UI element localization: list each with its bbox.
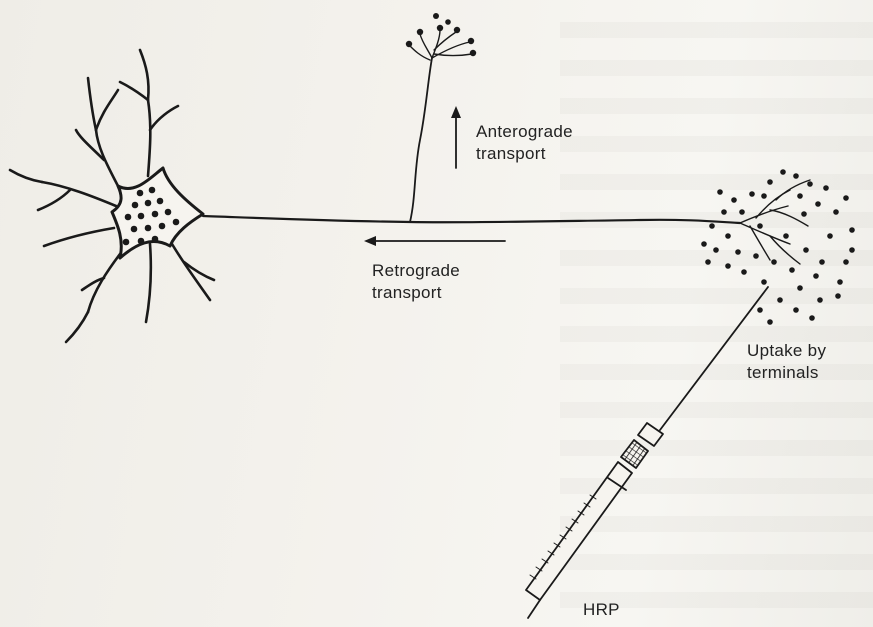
soma-granule [138,213,145,220]
soma-granule [159,223,166,230]
hrp-particle [753,253,759,259]
hrp-particle [721,209,727,215]
hrp-particle [837,279,843,285]
soma-granule [157,198,164,205]
soma-granule [152,211,159,218]
hrp-particle [789,267,795,273]
soma-granule [165,209,172,216]
hrp-particles [701,169,855,325]
soma-granule [137,190,144,197]
axon [203,216,740,223]
axon-collateral [410,58,432,222]
hrp-particle [843,259,849,265]
syringe [526,287,768,618]
soma-granule [152,236,159,243]
hrp-particle [797,285,803,291]
soma-granule [145,225,152,232]
hrp-particle [725,233,731,239]
anterograde-label-line-2: transport [476,143,573,165]
hrp-particle [797,193,803,199]
hrp-particle [731,197,737,203]
hrp-particle [809,315,815,321]
soma-granule [145,200,152,207]
collateral-boutons [406,13,476,56]
uptake-by-terminals-label: Uptake by terminals [747,340,826,384]
hrp-particle [757,223,763,229]
hrp-particle [801,211,807,217]
hrp-particle [713,247,719,253]
soma-granule [125,214,132,221]
hrp-particle [767,319,773,325]
hrp-particle [777,297,783,303]
anterograde-transport-label: Anterograde transport [476,121,573,165]
hrp-particle [749,191,755,197]
hrp-particle [835,293,841,299]
hrp-particle [705,259,711,265]
retrograde-label-line-2: transport [372,282,460,304]
soma-granule [149,187,156,194]
soma-granule [123,239,130,246]
hrp-particle [717,189,723,195]
hrp-particle [780,169,786,175]
hrp-label: HRP [583,599,620,621]
anterograde-arrowhead [451,106,461,118]
soma-granule [132,202,139,209]
uptake-label-line-1: Uptake by [747,340,826,362]
hrp-particle [767,179,773,185]
hrp-particle [803,247,809,253]
hrp-particle [783,233,789,239]
hrp-particle [823,185,829,191]
hrp-particle [735,249,741,255]
hrp-particle [793,307,799,313]
soma-granule [138,238,145,245]
hrp-particle [817,297,823,303]
hrp-particle [725,263,731,269]
hrp-particle [771,259,777,265]
soma-granule [173,219,180,226]
hrp-particle [807,181,813,187]
retrograde-label-line-1: Retrograde [372,260,460,282]
hrp-particle [761,279,767,285]
hrp-particle [849,247,855,253]
retrograde-transport-label: Retrograde transport [372,260,460,304]
hrp-particle [813,273,819,279]
anterograde-label-line-1: Anterograde [476,121,573,143]
hrp-particle [849,227,855,233]
hrp-particle [757,307,763,313]
hrp-particle [761,193,767,199]
hrp-particle [709,223,715,229]
hrp-particle [819,259,825,265]
soma-granule [131,226,138,233]
hrp-particle [843,195,849,201]
hrp-particle [741,269,747,275]
hrp-particle [739,209,745,215]
hrp-particle [833,209,839,215]
hrp-particle [815,201,821,207]
retrograde-arrowhead [364,236,376,246]
hrp-particle [827,233,833,239]
hrp-particle [793,173,799,179]
uptake-label-line-2: terminals [747,362,826,384]
hrp-particle [701,241,707,247]
